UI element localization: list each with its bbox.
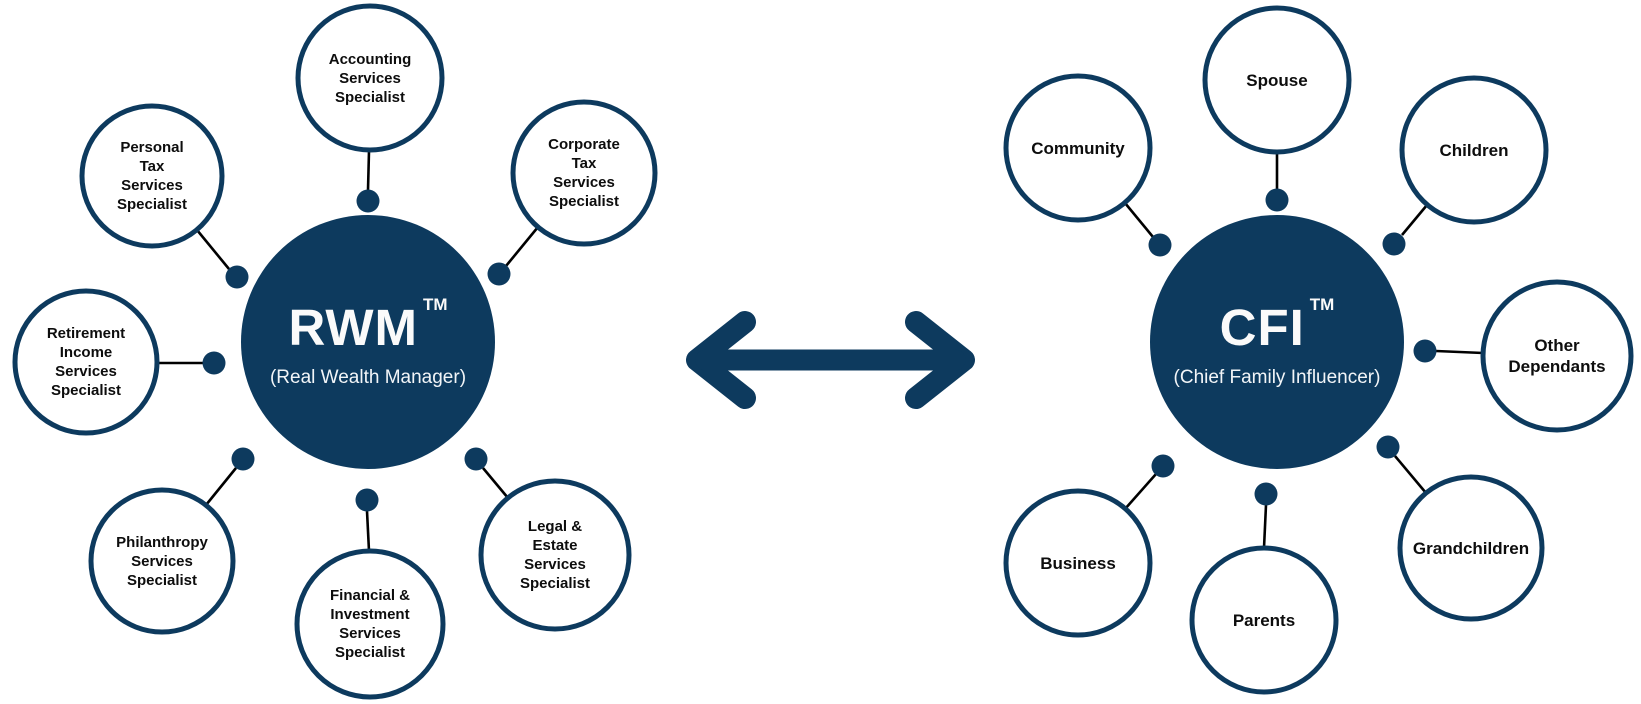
community-connector-line [1123, 202, 1155, 238]
philanthropy-connector-line [204, 467, 238, 506]
spouse-circle [1202, 5, 1352, 155]
grandchildren-connector-dot [1376, 435, 1400, 459]
personal-tax-connector-dot [225, 265, 249, 289]
cfi-subtitle: (Chief Family Influencer) [1173, 366, 1381, 388]
financial-investment-circle [294, 548, 446, 700]
personal-tax-circle [79, 103, 225, 249]
other-dependants-connector-dot [1413, 339, 1437, 363]
cfi-title: CFI [1219, 298, 1305, 356]
cfi-hub: CFI TM (Chief Family Influencer) [1150, 215, 1404, 469]
rwm-title-row: RWM TM [288, 296, 447, 356]
other-dependants-connector-line [1435, 349, 1484, 355]
accounting-circle [295, 3, 445, 153]
legal-estate-connector-dot [464, 447, 488, 471]
legal-estate-circle [478, 478, 632, 632]
business-connector-line [1124, 473, 1157, 510]
rwm-title: RWM [288, 298, 418, 356]
rwm-trademark: TM [422, 294, 448, 314]
business-connector-dot [1151, 454, 1175, 478]
children-circle [1399, 75, 1549, 225]
parents-circle [1189, 545, 1339, 695]
children-connector-line [1401, 204, 1428, 236]
financial-investment-connector-dot [355, 488, 379, 512]
cfi-title-row: CFI TM [1219, 296, 1335, 356]
accounting-connector-line [366, 150, 371, 191]
community-circle [1003, 73, 1153, 223]
cfi-trademark: TM [1309, 294, 1335, 314]
financial-investment-connector-line [365, 510, 371, 552]
legal-estate-connector-line [482, 467, 509, 499]
spouse-connector-dot [1265, 188, 1289, 212]
retirement-income-connector-dot [202, 351, 226, 375]
parents-connector-line [1262, 504, 1268, 549]
personal-tax-connector-line [195, 229, 231, 270]
other-dependants-circle [1480, 279, 1634, 433]
philanthropy-connector-dot [231, 447, 255, 471]
double-headed-arrow [686, 311, 975, 409]
parents-connector-dot [1254, 482, 1278, 506]
business-circle [1003, 488, 1153, 638]
grandchildren-circle [1397, 474, 1545, 622]
rwm-hub: RWM TM (Real Wealth Manager) [241, 215, 495, 469]
philanthropy-circle [88, 487, 236, 635]
corporate-tax-connector-dot [487, 262, 511, 286]
rwm-subtitle: (Real Wealth Manager) [269, 366, 467, 388]
accounting-connector-dot [356, 189, 380, 213]
corporate-tax-circle [510, 99, 658, 247]
community-connector-dot [1148, 233, 1172, 257]
corporate-tax-connector-line [504, 226, 540, 267]
grandchildren-connector-line [1394, 455, 1427, 494]
children-connector-dot [1382, 232, 1406, 256]
retirement-income-circle [12, 288, 160, 436]
